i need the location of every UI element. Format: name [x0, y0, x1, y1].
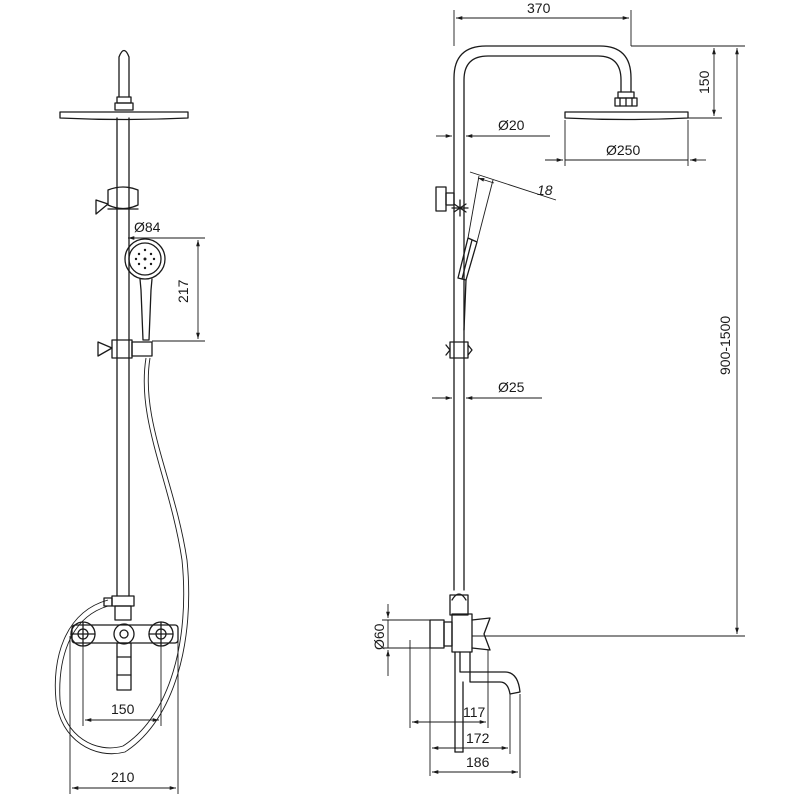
front-upper-knob: [95, 199, 109, 215]
front-spout-neck: [116, 642, 132, 658]
side-diverter-stem: [445, 192, 455, 206]
front-head-nut: [114, 102, 134, 111]
dim-handshower-height: 217: [175, 279, 191, 303]
front-head-connector: [116, 96, 132, 104]
side-head-connector: [617, 91, 635, 99]
dim-spout-186: 186: [466, 754, 490, 770]
handshower-handle: [139, 278, 153, 341]
side-mixer-body: [451, 613, 473, 653]
dim-rail-diameter: Ø25: [498, 379, 525, 395]
front-rail-fitting: [111, 595, 135, 607]
dim-head-drop: 150: [696, 70, 712, 94]
side-spout: [459, 651, 521, 695]
side-diverter-knob: [435, 186, 447, 212]
dim-arm-pipe-diameter: Ø20: [498, 117, 525, 133]
dim-arm-reach: 370: [527, 0, 551, 16]
side-diverter-cross: [451, 199, 469, 217]
front-hose-fitting: [103, 597, 113, 607]
dim-mixer-body-diameter: Ø60: [371, 623, 387, 650]
front-overhead-head: [59, 111, 189, 121]
front-hose: [54, 357, 190, 755]
dim-spout-172: 172: [466, 730, 490, 746]
front-hose-inner: [59, 357, 185, 749]
front-view: Ø84 217 150 210: [54, 49, 205, 794]
front-lower-knob: [97, 341, 113, 357]
dim-head-diameter: Ø250: [606, 142, 640, 158]
side-mixer-rear-stem: [443, 621, 453, 647]
dim-mixer-spacing: 150: [111, 701, 135, 717]
front-upper-mixer-neck: [114, 605, 132, 621]
side-arm-inner: [463, 55, 622, 591]
side-view: 370 150 900-1500 Ø20 Ø250 18 Ø25: [371, 0, 745, 778]
front-upper-bracket: [107, 186, 139, 210]
side-mixer-top: [449, 594, 469, 616]
dim-handshower-diameter: Ø84: [134, 219, 161, 235]
side-lower-bracket: [449, 341, 469, 359]
front-top-pipe: [118, 49, 130, 98]
front-hose-holder: [131, 341, 153, 357]
side-overhead-head: [564, 111, 689, 121]
dim-overall-width: 210: [111, 769, 135, 785]
front-spout: [116, 656, 132, 691]
side-mixer-cap: [451, 593, 467, 601]
side-arm-outer: [453, 45, 632, 591]
handshower-face: [124, 238, 166, 280]
side-mixer-rear-knob: [429, 619, 445, 649]
front-center-diverter: [113, 623, 135, 645]
handshower-nozzles: [134, 248, 156, 270]
dim-spout-117: 117: [463, 704, 486, 720]
handshower-face-inner: [128, 242, 162, 276]
side-mixer-handle: [471, 617, 491, 651]
dim-holder-angle: 18: [537, 182, 553, 198]
dim-height-range: 900-1500: [717, 316, 733, 375]
